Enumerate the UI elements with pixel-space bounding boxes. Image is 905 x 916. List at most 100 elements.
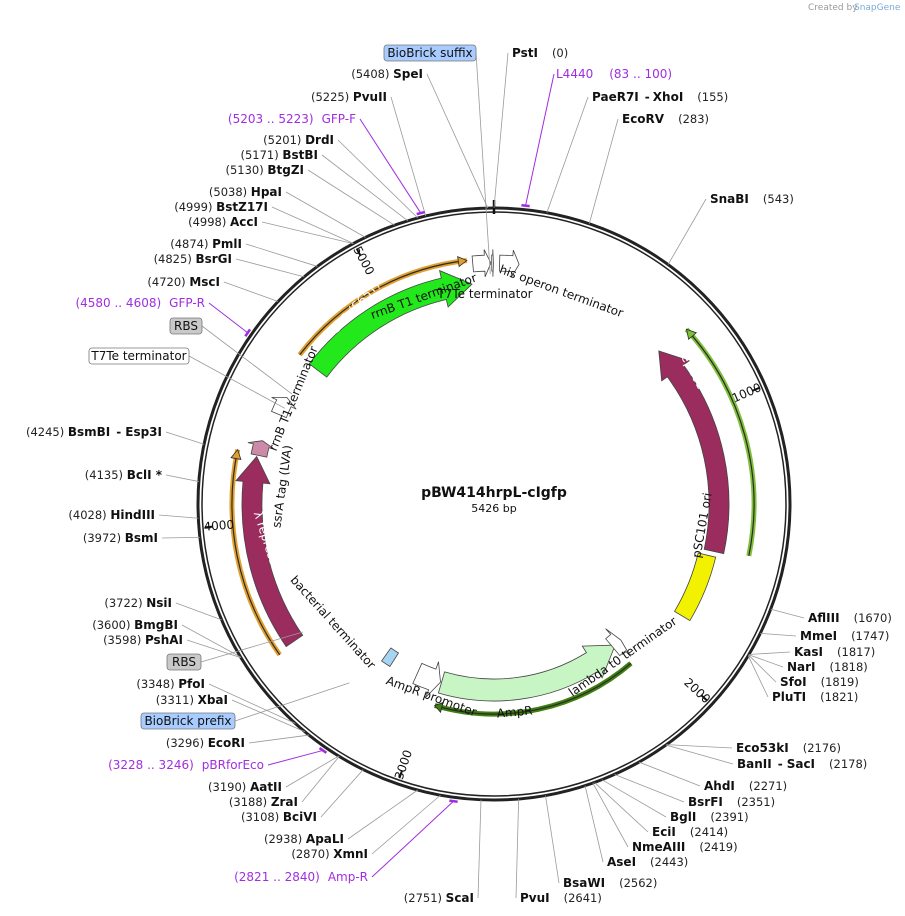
feature-his-operon-terminator-12 [498, 249, 520, 278]
site-pos-kasi: (1817) [837, 645, 875, 659]
site-name-xhoi: XhoI [653, 90, 684, 104]
leader-aatii [285, 755, 339, 788]
primer-label-l4440: L4440(83 .. 100) [556, 67, 672, 81]
site-pos-aatii: (3190) [208, 780, 250, 794]
primer-mark-pbrforeco [318, 747, 328, 754]
site-name-acci: AccI [230, 215, 258, 229]
site-name-scai: ScaI [446, 891, 474, 905]
site-label-bcli: (4135) BclI * [85, 468, 163, 482]
boxed-label-bg-3 [166, 653, 202, 671]
site-name-bgli: BglI [670, 810, 696, 824]
site-pos-xbai: (3311) [156, 693, 198, 707]
site-pos-psti: (0) [552, 46, 568, 60]
site-label-ahdi: AhdI(2271) [704, 779, 787, 793]
leader-pmli [245, 243, 318, 267]
site-name-psti: PstI [512, 46, 538, 60]
site-name-msci: MscI [189, 275, 220, 289]
repressor-arc-orange-core [231, 449, 281, 656]
primer-pos-gfp-f: (5203 .. 5223) [228, 112, 314, 126]
feature-ampr-promoter-3 [412, 661, 441, 698]
site-pos-bstbi: (5171) [240, 148, 282, 162]
leader-snabi [667, 198, 707, 265]
site-label-nsii: (3722) NsiI [104, 596, 172, 610]
primer-name-pbrforeco: pBRforEco [202, 758, 264, 772]
site-label-ecori: (3296) EcoRI [166, 736, 245, 750]
site-pos-pshai: (3598) [103, 633, 145, 647]
site-pos-bsmi: (3972) [83, 531, 125, 545]
feature-gfp-s65t-9 [308, 269, 473, 378]
feature-label-t7te-terminator-11: T7Te terminator [436, 287, 532, 301]
boxed-label-bg-4 [140, 712, 236, 730]
primer-mark-gfp-f [416, 210, 426, 216]
site-pos-bstz17i: (4999) [174, 200, 216, 214]
site-pos-pmli: (4874) [170, 237, 212, 251]
tick-label-5000: 5000 [350, 244, 377, 278]
site-name-bcivi: BciVI [283, 810, 317, 824]
primer-leader-l4440 [525, 73, 555, 206]
site-name-pvuii: PvuII [353, 90, 387, 104]
feature-psc101-ori-1 [673, 552, 717, 622]
site-name-xmni: XmnI [333, 847, 368, 861]
leader-psti [493, 52, 509, 209]
leader-bsmi [161, 536, 200, 539]
leader-nmeaiii [592, 782, 629, 848]
primer-leader-amp-r [371, 800, 454, 878]
site-pos-zrai: (3188) [229, 795, 271, 809]
leader-bstbi [321, 154, 409, 222]
site-pos-hpai: (5038) [209, 185, 251, 199]
site-label-pvuii: (5225) PvuII [311, 90, 387, 104]
feature-repressor-6 [235, 455, 304, 648]
site-label-bgli: BglI(2391) [670, 810, 749, 824]
site-name-bstbi: BstBI [282, 148, 318, 162]
site-pos-bsawi: (2562) [619, 876, 657, 890]
site-name-ecori: EcoRI [208, 736, 245, 750]
site-pos-paer7i: (155) [697, 90, 728, 104]
leader-afliii [770, 608, 805, 619]
site-label-xmni: (2870) XmnI [291, 847, 368, 861]
site-sep-bsmbi: - [116, 425, 121, 439]
feature-label-ssra-tag-lva-7: ssrA tag (LVA) [269, 444, 294, 528]
site-pos-banii: (2178) [829, 757, 867, 771]
site-label-bmgbi: (3600) BmgBI [92, 618, 178, 632]
site-label-bsawi: BsaWI(2562) [563, 876, 657, 890]
leader-mmei [760, 632, 797, 637]
site-pos-eco53ki: (2176) [803, 741, 841, 755]
site-label-drdi: (5201) DrdI [263, 133, 334, 147]
site-name-ecii: EciI [652, 825, 676, 839]
feature-rep101-0 [658, 350, 730, 555]
site-name-btgzi: BtgZI [267, 163, 304, 177]
site-pos-pfoi: (3348) [136, 677, 178, 691]
leader-pfoi [208, 683, 296, 724]
site-pos-mmei: (1747) [851, 629, 889, 643]
plasmid-length: 5426 bp [471, 502, 516, 515]
site-pos-asei: (2443) [650, 855, 688, 869]
site-label-scai: (2751) ScaI [404, 891, 474, 905]
feature-t7te-terminator-11 [491, 249, 494, 277]
gfp-arc-orange-head [457, 256, 468, 268]
site-name-pmli: PmlI [212, 237, 242, 251]
leader-kasi [748, 651, 791, 655]
site-pos-drdi: (5201) [263, 133, 305, 147]
boxed-leader-3 [200, 631, 303, 663]
site-pos-bsrfi: (2351) [737, 795, 775, 809]
site-name-ecorv: EcoRV [622, 112, 665, 126]
leader-bcli [165, 474, 199, 482]
leader-bsrgi [235, 258, 305, 278]
site-pos-bmgbi: (3600) [92, 618, 134, 632]
boxed-label-biobrick-suffix-0: BioBrick suffix [387, 46, 472, 60]
leader-sfoi [748, 654, 777, 683]
leader-bcivi [320, 769, 364, 818]
site-label-sfoi: SfoI(1819) [780, 675, 859, 689]
primer-pos-amp-r: (2821 .. 2840) [234, 870, 320, 884]
site-label-btgzi: (5130) BtgZI [225, 163, 304, 177]
site-pos-nmeaiii: (2419) [699, 840, 737, 854]
site-label-kasi: KasI(1817) [794, 645, 875, 659]
site-label-pshai: (3598) PshAI [103, 633, 183, 647]
site-pos-ecori: (3296) [166, 736, 208, 750]
site-label-pfoi: (3348) PfoI [136, 677, 205, 691]
site-sep-paer7i: - [645, 90, 650, 104]
site-pos-ecorv: (283) [678, 112, 709, 126]
rep101-arc-green-head [685, 328, 698, 341]
feature-arcs [229, 256, 757, 717]
site-name-zrai: ZraI [271, 795, 298, 809]
